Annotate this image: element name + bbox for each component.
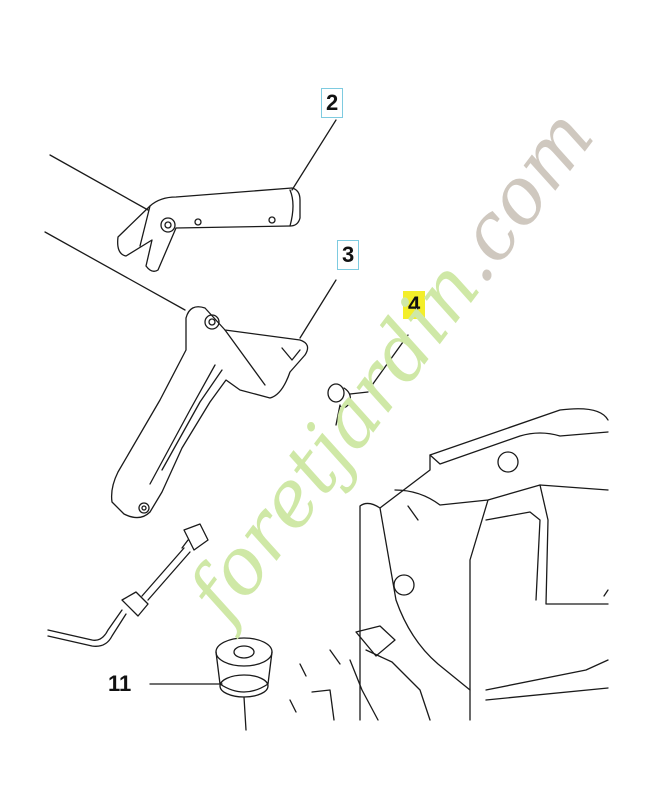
leader-line-3-callout	[299, 279, 337, 339]
part-11-grommet	[215, 637, 273, 731]
part-2-lever-cover	[117, 187, 301, 272]
housing-body	[289, 408, 609, 721]
callout-2: 2	[321, 88, 344, 118]
callout-3: 3	[337, 240, 360, 270]
leader-line-2	[49, 154, 149, 211]
leader-line-3-a	[44, 231, 186, 311]
part-3-throttle-lever	[110, 306, 309, 519]
leader-line-2-callout	[291, 119, 337, 191]
callout-4-highlighted: 4	[403, 291, 426, 319]
part-4-spring	[327, 383, 369, 426]
leader-line-4	[369, 334, 409, 389]
throttle-cable	[47, 523, 209, 647]
callout-11: 11	[108, 671, 132, 696]
